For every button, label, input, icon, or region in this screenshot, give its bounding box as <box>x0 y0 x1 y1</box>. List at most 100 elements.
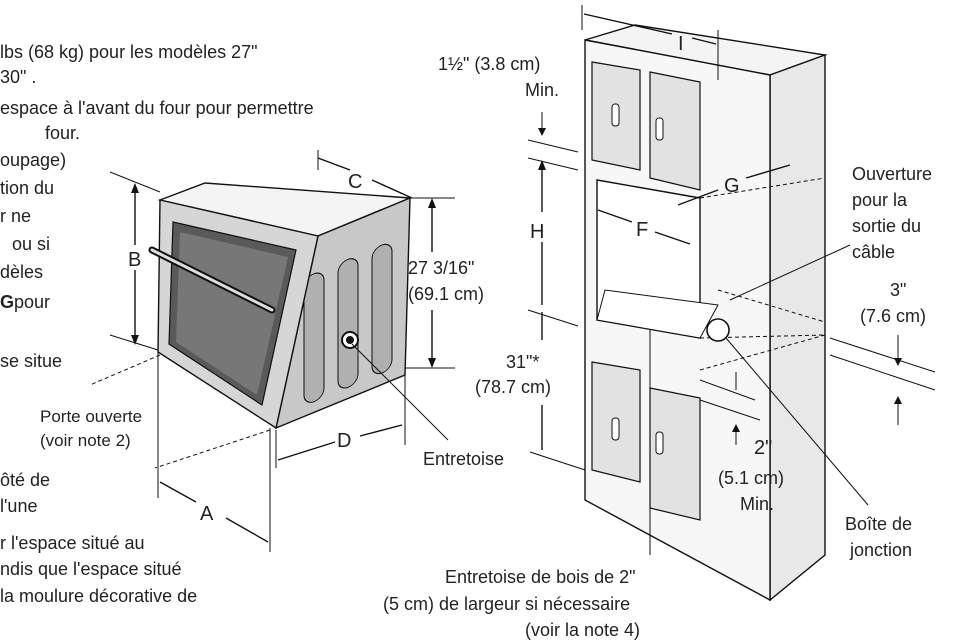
dim-g-line-left <box>677 189 719 206</box>
cable-line-1: Ouverture <box>852 164 932 184</box>
oven-vent-1 <box>303 272 325 403</box>
jbox-leader <box>725 337 869 506</box>
dim-d-line-left <box>277 441 336 461</box>
dim-31-ext <box>529 451 586 471</box>
top-min-ext-2 <box>527 157 579 171</box>
dim-f-line-right <box>654 231 691 245</box>
oven-drawing <box>148 182 411 430</box>
two-ext-1 <box>699 379 756 401</box>
left-notes-text: lbs (68 kg) pour les modèles 27" 30" . e… <box>0 42 314 606</box>
door-open-line-1: Porte ouverte <box>40 407 142 426</box>
two-cm: (5.1 cm) <box>718 468 784 488</box>
dim-h-arrow-bottom <box>428 358 436 368</box>
jbox-line-2: jonction <box>849 540 912 560</box>
cabinet-dimensions: I 1½" (3.8 cm) Min. H 31"* (78.7 cm) F G… <box>383 5 936 640</box>
three-arrowhead-top <box>894 358 902 366</box>
oven-handle-highlight <box>150 248 274 312</box>
dim-i-label: I <box>678 33 684 55</box>
cabinet-drawing <box>584 24 828 602</box>
lower-handle-left <box>611 417 620 441</box>
wood-line-2: (5 cm) de largeur si nécessaire <box>383 594 630 614</box>
lower-handle-right <box>655 431 664 455</box>
note-line-10: pour <box>14 292 50 312</box>
cable-leader <box>729 244 851 301</box>
upper-door-right <box>649 71 701 191</box>
dim-a-label: A <box>200 503 214 525</box>
top-min-ext-1 <box>527 139 579 153</box>
upper-handle-left <box>611 103 620 127</box>
dim-b-label: B <box>128 249 141 271</box>
door-open-line-2: (voir note 2) <box>40 431 131 450</box>
cabinet-cavity-floor <box>596 289 719 339</box>
note-line-2: 30" . <box>0 67 36 87</box>
three-in: 3" <box>890 280 906 300</box>
dim-f-line-left <box>597 209 633 223</box>
note-line-16: la moulure décorative de <box>0 586 197 606</box>
note-line-10-bold: G <box>0 292 14 312</box>
spacer-label: Entretoise <box>423 449 504 469</box>
dim-c-label: C <box>348 171 362 193</box>
two-ext-2 <box>699 399 761 421</box>
dim-h-arrow-top <box>428 198 436 208</box>
cavity-dash-back <box>717 289 826 323</box>
cable-line-4: câble <box>852 242 895 262</box>
spacer-knob-center <box>346 336 354 344</box>
note-line-14: r l'espace situé au <box>0 533 145 553</box>
note-line-7: r ne <box>0 206 31 226</box>
dim-a-line-right <box>225 517 269 543</box>
oven-vent-2 <box>337 258 359 389</box>
door-open-dash-bottom <box>154 429 271 469</box>
cabinet-side <box>769 54 826 602</box>
dim-b-arrow-top <box>131 183 139 193</box>
three-arrowhead-bottom <box>894 396 902 404</box>
three-ext-1 <box>829 337 936 373</box>
note-line-11: se situe <box>0 351 62 371</box>
upper-handle-right <box>655 117 664 141</box>
spacer-leader <box>351 343 449 441</box>
top-min-label: Min. <box>525 80 559 100</box>
dim-g-label: G <box>724 175 740 197</box>
cable-line-2: pour la <box>852 190 908 210</box>
dim-g-line-right <box>745 164 791 179</box>
oven-dimensions: B C 27 3/16" (69.1 cm) D A Porte ouverte… <box>40 150 504 552</box>
note-line-5: oupage) <box>0 150 66 170</box>
two-in: 2" <box>754 437 772 459</box>
cavity-dash-lower <box>699 334 826 371</box>
cavity-dash-top <box>699 177 826 199</box>
wood-line-1: Entretoise de bois de 2" <box>445 567 636 587</box>
dim-b-ext-top <box>109 171 161 193</box>
dim-h-cab-label: H <box>530 221 544 243</box>
note-line-6: tion du <box>0 178 54 198</box>
note-line-1: lbs (68 kg) pour les modèles 27" <box>0 42 258 62</box>
door-open-dash-left <box>89 354 161 386</box>
top-min-arrowhead <box>538 128 546 136</box>
note-line-9: dèles <box>0 262 43 282</box>
note-line-4: four. <box>45 123 80 143</box>
wood-line-3: (voir la note 4) <box>525 620 640 640</box>
jbox-line-1: Boîte de <box>845 514 912 534</box>
dim-f-label: F <box>636 219 648 241</box>
bottom-height-in: 31"* <box>506 352 539 372</box>
dim-h-cab-ext <box>527 309 579 327</box>
oven-height-in: 27 3/16" <box>408 258 474 278</box>
note-line-12: ôté de <box>0 470 50 490</box>
dim-b-arrow-bottom <box>131 335 139 345</box>
two-arrowhead <box>732 424 740 432</box>
cable-line-3: sortie du <box>852 216 921 236</box>
note-line-15: ndis que l'espace situé <box>0 559 182 579</box>
dim-i-line-right <box>691 37 717 45</box>
note-line-8: ou si <box>12 234 50 254</box>
dim-c-line-right <box>371 179 413 199</box>
bottom-height-cm: (78.7 cm) <box>475 377 551 397</box>
two-min: Min. <box>740 494 774 514</box>
note-line-13: l'une <box>0 496 37 516</box>
oven-vent-3 <box>371 243 393 375</box>
dim-h-cab-arrow-top <box>538 160 546 170</box>
dim-a-line-left <box>159 481 197 503</box>
top-min-in: 1½" (3.8 cm) <box>438 54 540 74</box>
three-ext-2 <box>829 354 936 391</box>
junction-box-icon <box>706 318 730 342</box>
dim-d-label: D <box>337 430 351 452</box>
dim-d-line-right <box>359 424 403 437</box>
